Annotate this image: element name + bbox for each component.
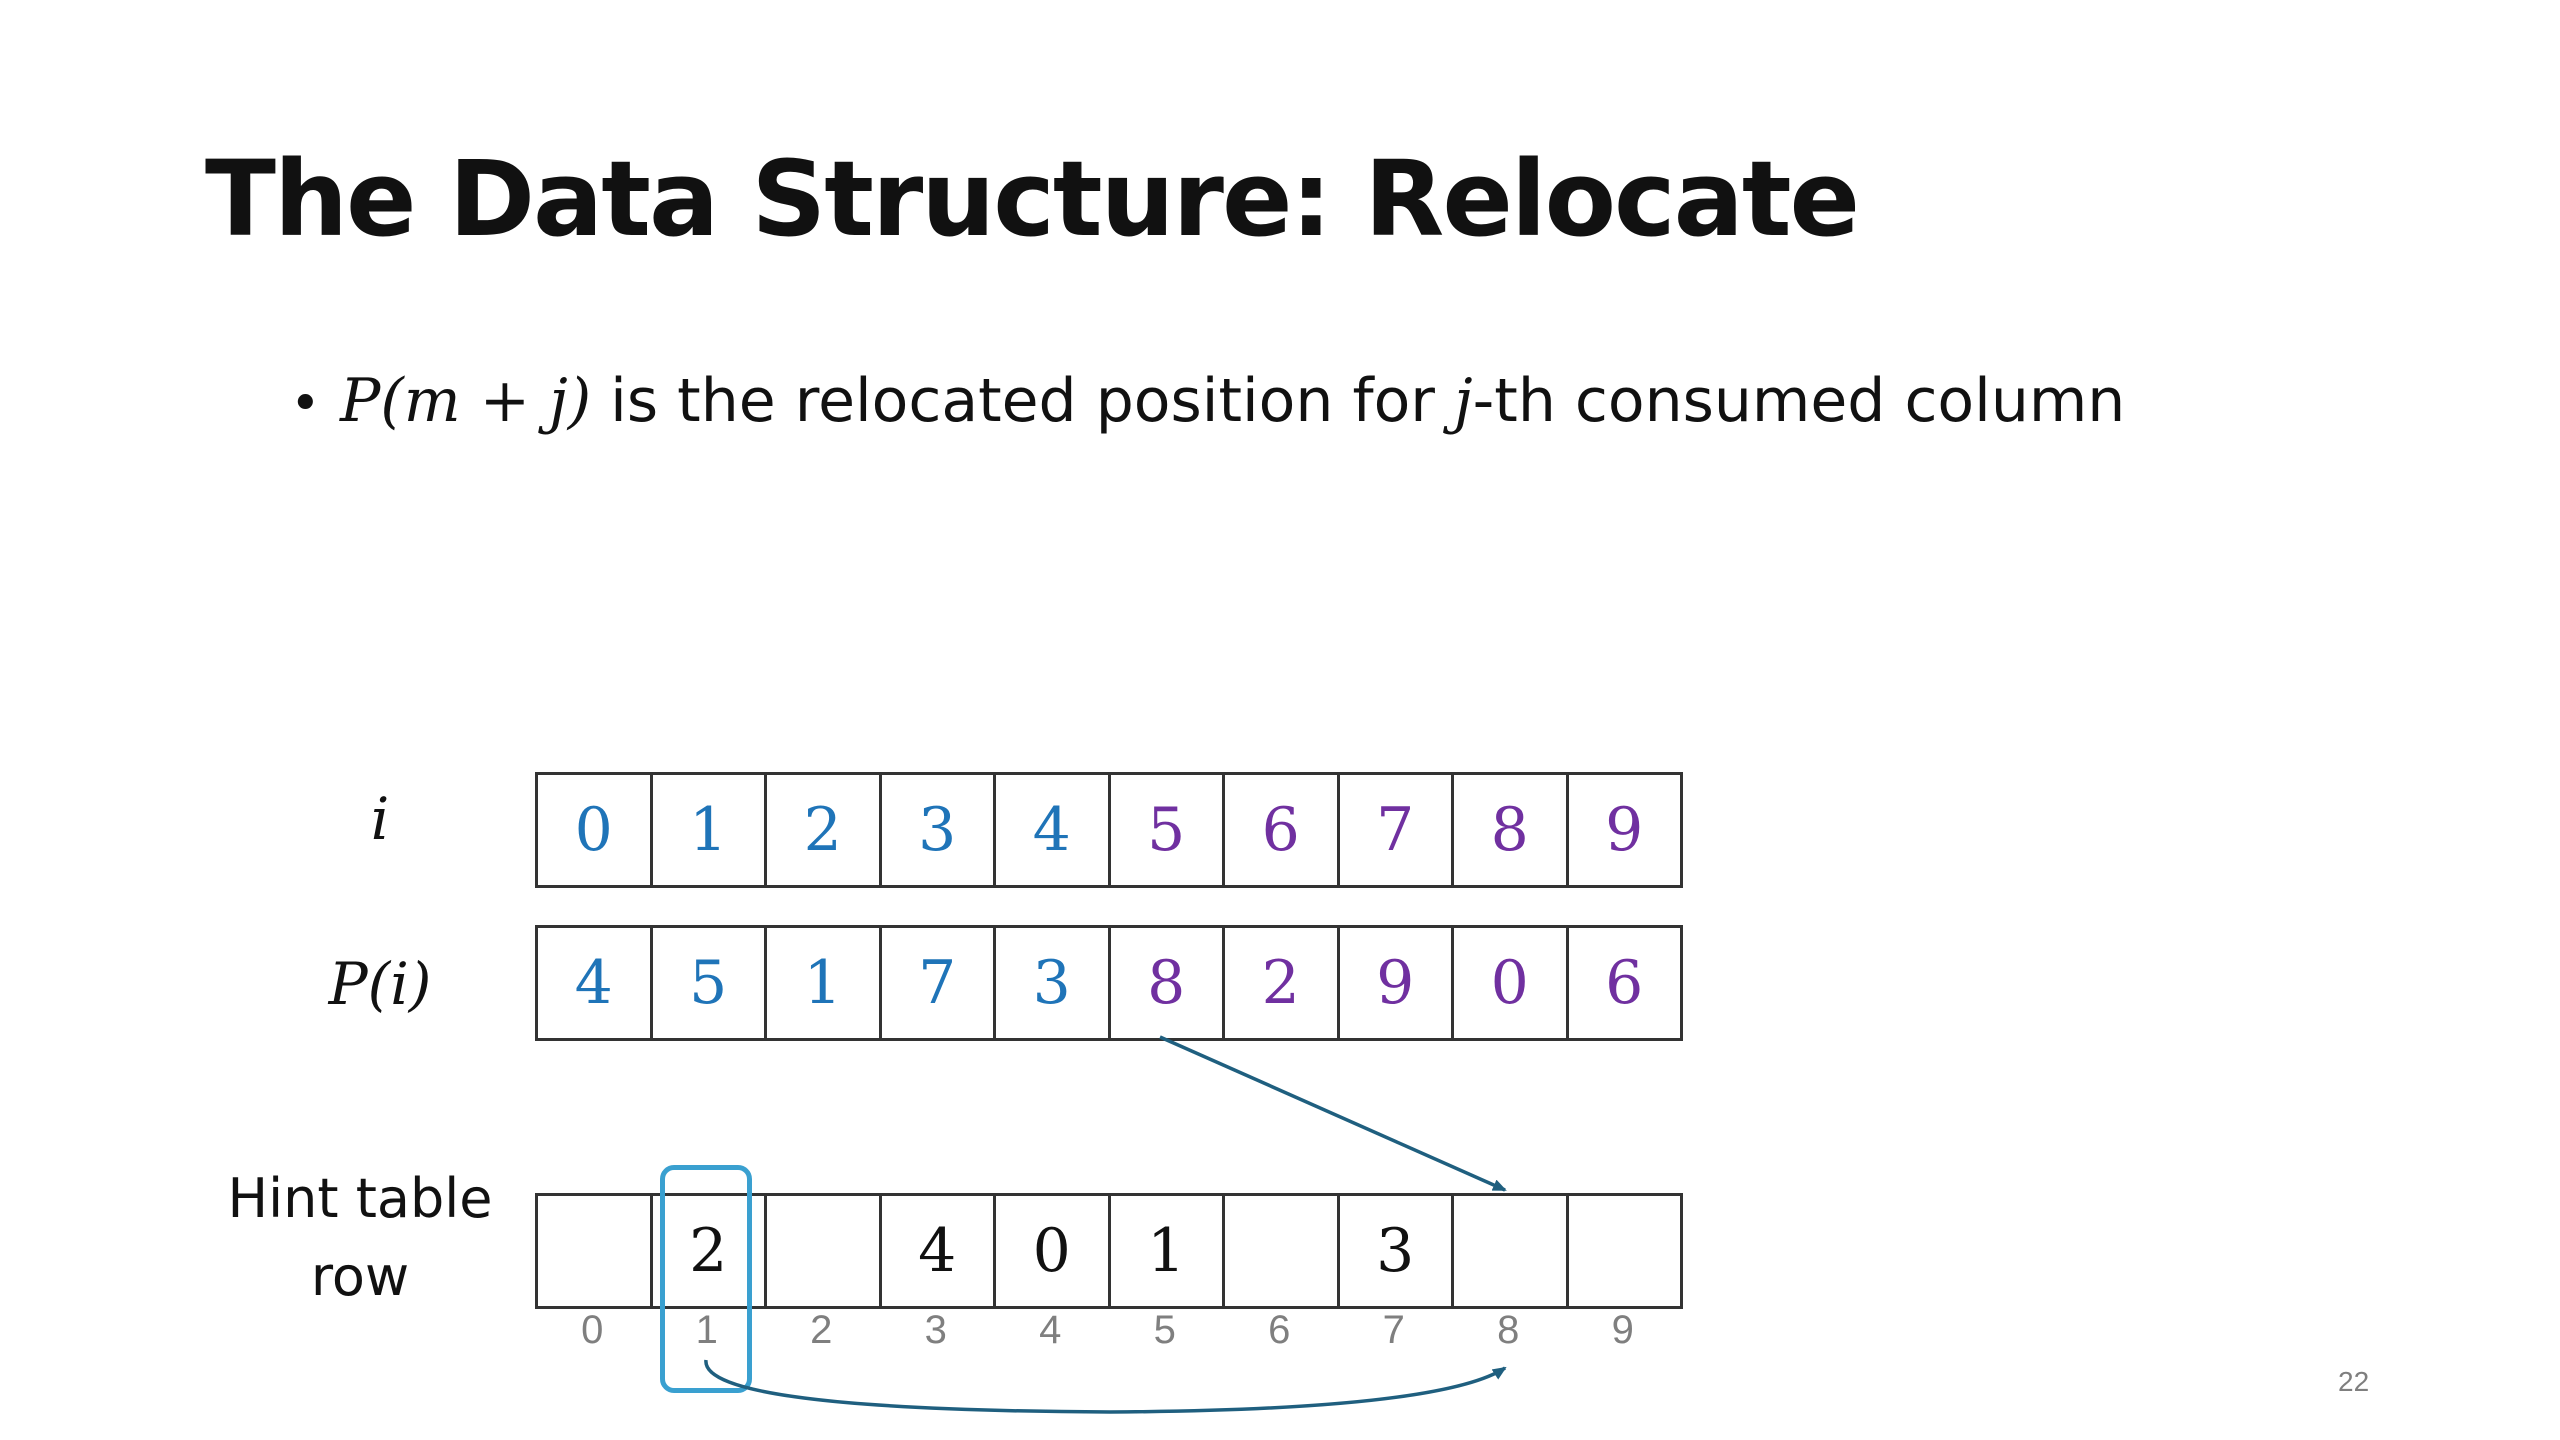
bullet-marker: • xyxy=(290,374,321,434)
i-row-cell-4: 4 xyxy=(996,775,1111,885)
hint-index-6: 6 xyxy=(1268,1308,1291,1352)
p-row-cell-1: 5 xyxy=(653,928,767,1038)
i-row-cell-3: 3 xyxy=(882,775,996,885)
i-row-cell-9: 9 xyxy=(1569,775,1683,885)
hint-row-cell-4: 0 xyxy=(996,1196,1111,1306)
i-row-cell-7: 7 xyxy=(1340,775,1454,885)
hint-index-7: 7 xyxy=(1382,1308,1405,1352)
i-row-cell-1: 1 xyxy=(653,775,767,885)
i-row-cell-5: 5 xyxy=(1111,775,1225,885)
i-row-label: i xyxy=(370,785,390,853)
hint-index-8: 8 xyxy=(1497,1308,1520,1352)
hint-index-3: 3 xyxy=(924,1308,947,1352)
hint-index-4: 4 xyxy=(1039,1308,1062,1352)
hint-index-0: 0 xyxy=(581,1308,604,1352)
p-row-label: P(i) xyxy=(328,950,432,1018)
p-row-cell-5: 8 xyxy=(1111,928,1225,1038)
hint-index-9: 9 xyxy=(1611,1308,1634,1352)
bullet-math-j: j xyxy=(1454,366,1473,436)
i-row-cell-8: 8 xyxy=(1454,775,1569,885)
bullet-point: •P(m + j) is the relocated position for … xyxy=(290,365,2125,437)
p-row-cell-0: 4 xyxy=(538,928,653,1038)
hint-row-cell-5: 1 xyxy=(1111,1196,1225,1306)
hint-link-arrow xyxy=(704,1359,1507,1414)
hint-row-cell-8 xyxy=(1454,1196,1569,1306)
p-row-cell-2: 1 xyxy=(767,928,882,1038)
hint-index-2: 2 xyxy=(810,1308,833,1352)
slide-title: The Data Structure: Relocate xyxy=(205,138,1860,260)
hint-row-cell-9 xyxy=(1569,1196,1683,1306)
hint-row-cell-6 xyxy=(1225,1196,1340,1306)
bullet-text-1: is the relocated position for xyxy=(591,366,1455,436)
highlight-box xyxy=(660,1165,752,1393)
p-row-cell-8: 0 xyxy=(1454,928,1569,1038)
p-row-cell-9: 6 xyxy=(1569,928,1683,1038)
hint-index-row: 0 1 2 3 4 5 6 7 8 9 xyxy=(535,1308,1680,1353)
page-number: 22 xyxy=(2338,1366,2370,1397)
relocation-arrow xyxy=(1159,1035,1507,1192)
i-row-cell-6: 6 xyxy=(1225,775,1340,885)
hint-row-cell-7: 3 xyxy=(1340,1196,1454,1306)
bullet-text-2: -th consumed column xyxy=(1472,366,2126,436)
hint-row-label: Hint table row xyxy=(227,1167,493,1309)
i-row-cell-2: 2 xyxy=(767,775,882,885)
hint-row-cell-2 xyxy=(767,1196,882,1306)
p-row-cell-6: 2 xyxy=(1225,928,1340,1038)
hint-row-cell-0 xyxy=(538,1196,653,1306)
bullet-math-p: P(m + j) xyxy=(340,366,592,436)
p-row-cell-7: 9 xyxy=(1340,928,1454,1038)
hint-row-cell-1: 2 xyxy=(653,1196,767,1306)
hint-index-5: 5 xyxy=(1153,1308,1176,1352)
hint-row-cell-3: 4 xyxy=(882,1196,996,1306)
i-row-cell-0: 0 xyxy=(538,775,653,885)
p-row-cell-4: 3 xyxy=(996,928,1111,1038)
p-row-cell-3: 7 xyxy=(882,928,996,1038)
hint-index-1: 1 xyxy=(695,1308,718,1352)
